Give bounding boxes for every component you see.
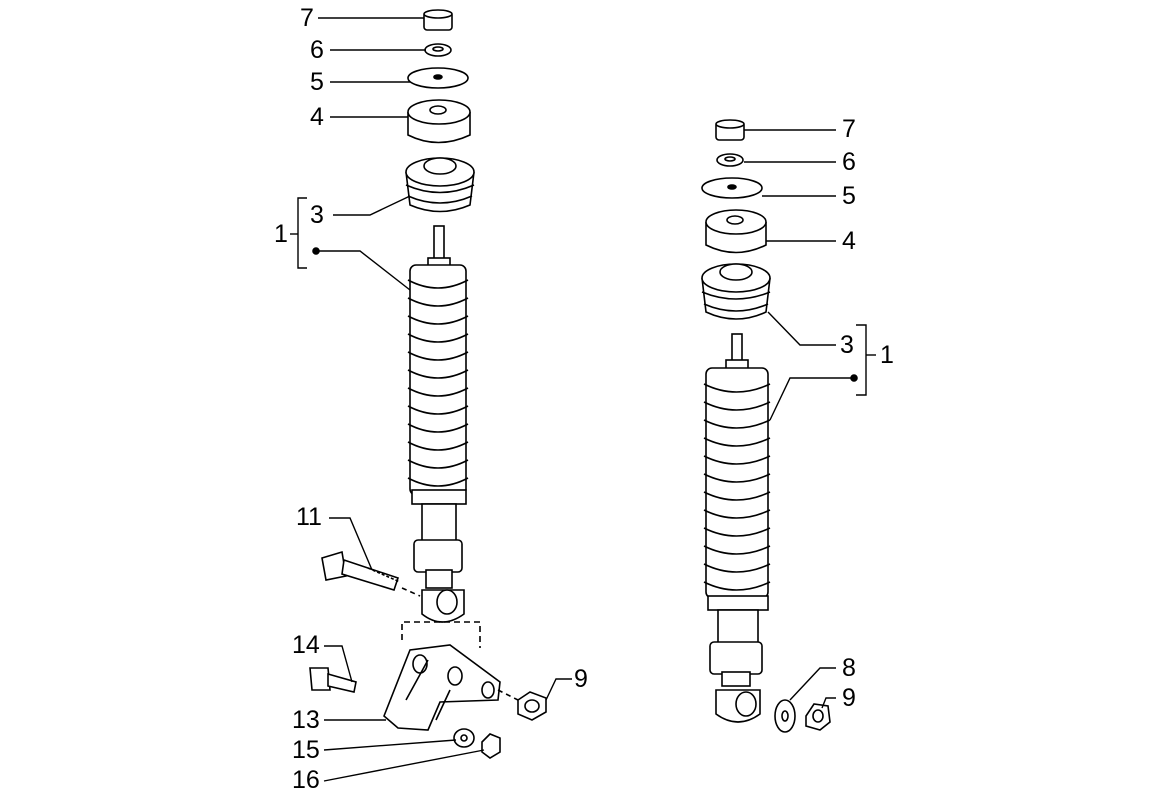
callout-3-left: 3: [310, 201, 324, 229]
callout-4-right: 4: [842, 227, 856, 255]
callout-5-left: 5: [310, 68, 324, 96]
right-shock-absorber: [701, 119, 831, 733]
left-shock-absorber: [309, 9, 547, 759]
right-leader-lines: [744, 129, 876, 709]
callout-14: 14: [292, 631, 320, 659]
callout-1-right: 1: [880, 341, 894, 369]
callout-7-left: 7: [300, 4, 314, 32]
callout-11: 11: [296, 503, 322, 531]
callout-8: 8: [842, 654, 856, 682]
callout-3-right: 3: [840, 331, 854, 359]
callout-1-left: 1: [274, 220, 288, 248]
callout-13: 13: [292, 706, 320, 734]
callout-7-right: 7: [842, 115, 856, 143]
callout-16: 16: [292, 766, 320, 794]
callout-4-left: 4: [310, 103, 324, 131]
callout-9-right: 9: [842, 684, 856, 712]
left-leader-lines: [290, 17, 572, 782]
callout-6-left: 6: [310, 36, 324, 64]
callout-5-right: 5: [842, 182, 856, 210]
callout-9-left: 9: [574, 665, 588, 693]
callout-6-right: 6: [842, 148, 856, 176]
callout-15: 15: [292, 736, 320, 764]
